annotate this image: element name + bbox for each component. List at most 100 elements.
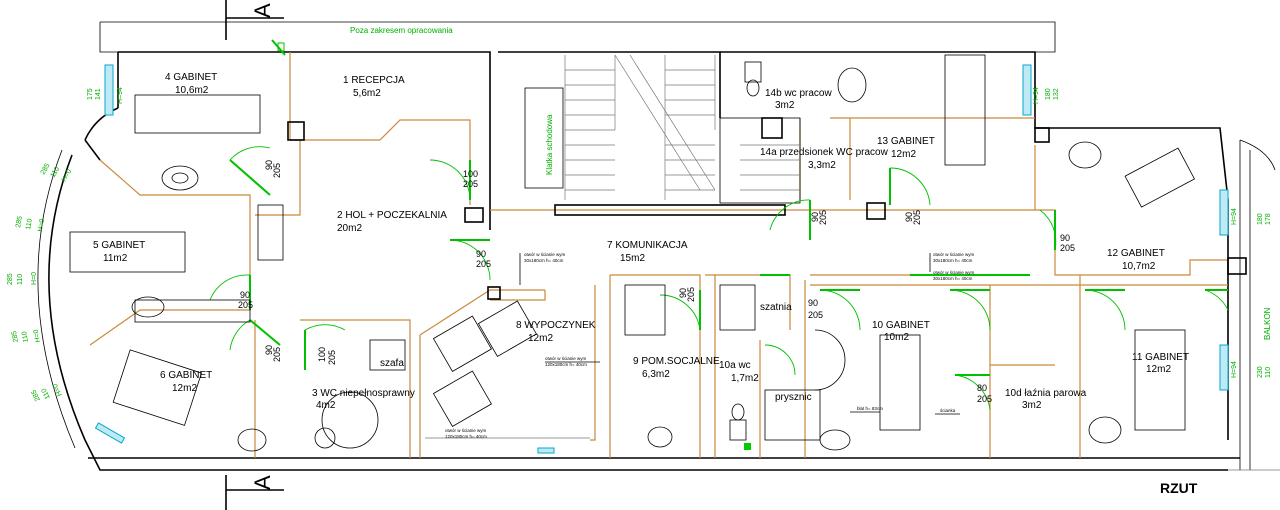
window-dim: 110: [1265, 367, 1272, 378]
window-dim: 110: [25, 218, 34, 230]
room-area: 10,6m2: [175, 85, 209, 96]
window-dim: 285: [30, 388, 41, 402]
room-name: 8 WYPOCZYNEK: [516, 320, 596, 331]
room-area: 10m2: [884, 332, 909, 343]
window-dim: H=0: [31, 272, 38, 285]
window-dim: 180: [1257, 213, 1264, 225]
room-area: 15m2: [620, 253, 645, 264]
room-area: 12m2: [891, 149, 916, 160]
room-area: 4m2: [316, 400, 336, 411]
window-dim: 285: [40, 162, 52, 176]
note: blat h= 83cm: [857, 406, 883, 411]
door-width: 90: [1060, 233, 1070, 243]
room-area: 11m2: [103, 253, 128, 264]
door-height: 205: [818, 210, 828, 225]
door-height: 205: [808, 310, 823, 320]
note: otwór w ścianie wym: [445, 428, 487, 433]
door-height: 205: [327, 350, 337, 365]
window-dim: 110: [17, 274, 24, 285]
shower-label: prysznic: [775, 392, 812, 403]
boundary-note: Poza zakresem opracowania: [350, 26, 453, 35]
door-width: 90: [904, 212, 914, 222]
window-dim: 141: [95, 88, 102, 100]
door-height: 205: [977, 394, 992, 404]
plan-title: RZUT: [1160, 480, 1198, 496]
room-name: 14a przedsionek WC pracow: [760, 147, 889, 158]
room-area: 1,7m2: [731, 373, 759, 384]
boundary-lines: Poza zakresem opracowania: [99, 21, 1056, 53]
room-area: 6,3m2: [642, 369, 670, 380]
outer-walls: [37, 51, 1280, 471]
doors: [209, 39, 1229, 411]
window-dim: 180: [1045, 88, 1052, 100]
door-height: 205: [463, 179, 478, 189]
note: otwór w ścianie wym: [524, 252, 566, 257]
door-height: 205: [476, 259, 491, 269]
window-dim: H=0: [61, 168, 74, 183]
room-labels: 4 GABINET 10,6m2 1 RECEPCJA 5,6m2 2 HOL …: [93, 72, 1189, 411]
closet-label: szafa: [380, 358, 404, 369]
door-width: 90: [810, 212, 820, 222]
room-name: 9 POM.SOCJALNE: [633, 356, 720, 367]
window-dim: H=94: [1231, 361, 1238, 378]
room-area: 12m2: [1146, 364, 1171, 375]
section-marker-top: A: [225, 0, 284, 40]
room-area: 10,7m2: [1122, 261, 1156, 272]
door-width: 100: [317, 347, 327, 362]
note: 120x180cm h= 40cm: [545, 362, 587, 367]
room-name: 13 GABINET: [877, 136, 935, 147]
room-name: 10d łaźnia parowa: [1005, 388, 1087, 399]
door-height: 205: [272, 347, 282, 362]
room-name: 2 HOL + POCZEKALNIA: [337, 210, 447, 221]
construction-notes: otwór w ścianie wym 30x180cm h= 40cm otw…: [445, 252, 975, 439]
door-height: 205: [272, 163, 282, 178]
door-height: 205: [238, 300, 253, 310]
window-dim: 285: [11, 330, 20, 343]
staircase-label: Klatka schodowa: [545, 114, 554, 175]
room-area: 3,3m2: [808, 160, 836, 171]
window-dim: 175: [87, 88, 94, 100]
window-dim: 285: [15, 216, 24, 229]
section-letter-bottom: A: [250, 475, 275, 490]
room-area: 5,6m2: [353, 88, 381, 99]
room-name: 3 WC niepełnosprawny: [312, 388, 415, 399]
door-width: 80: [977, 383, 987, 393]
door-width: 90: [476, 249, 486, 259]
window-dim: H=0: [37, 218, 46, 232]
note: otwór w ścianie wym: [545, 356, 587, 361]
door-width: 90: [240, 290, 250, 300]
note: 30x180cm h= 40cm: [933, 276, 973, 281]
door-height: 205: [686, 287, 696, 302]
balcony-label: BALKON: [1263, 307, 1272, 340]
room-name: 4 GABINET: [165, 72, 217, 83]
door-width: 90: [808, 298, 818, 308]
room-name: 10a wc: [719, 360, 751, 371]
note: ścianka: [940, 408, 956, 413]
window-dim: H=0: [52, 382, 64, 397]
window-dim: H=0: [33, 329, 42, 343]
room-name: 12 GABINET: [1107, 248, 1165, 259]
fixtures: [69, 54, 1196, 452]
note: 30x180cm h= 40cm: [933, 258, 973, 263]
window-dim: H=94: [1231, 208, 1238, 225]
room-name: 11 GABINET: [1132, 352, 1189, 363]
note: 30x180cm h= 40cm: [524, 258, 564, 263]
wardrobe-label: szatnia: [760, 302, 792, 313]
room-name: 1 RECEPCJA: [343, 75, 405, 86]
window-dim: 285: [7, 273, 14, 285]
room-area: 12m2: [528, 333, 553, 344]
room-name: 5 GABINET: [93, 240, 145, 251]
door-dimensions: 90 205 100 205 90 205 90 205 90 205 100 …: [238, 160, 1075, 404]
window-dim: H=94: [117, 87, 124, 104]
window-dim: 110: [41, 387, 52, 400]
room-area: 20m2: [337, 223, 362, 234]
door-width: 90: [264, 160, 274, 170]
window-dim: 132: [1053, 88, 1060, 100]
section-letter-top: A: [250, 3, 275, 18]
window-dim: H=94: [1033, 87, 1040, 104]
partitions: [89, 52, 1228, 458]
room-name: 6 GABINET: [160, 370, 212, 381]
note: 120x180cm h= 40cm: [445, 434, 487, 439]
staircase: Klatka schodowa: [524, 54, 801, 216]
